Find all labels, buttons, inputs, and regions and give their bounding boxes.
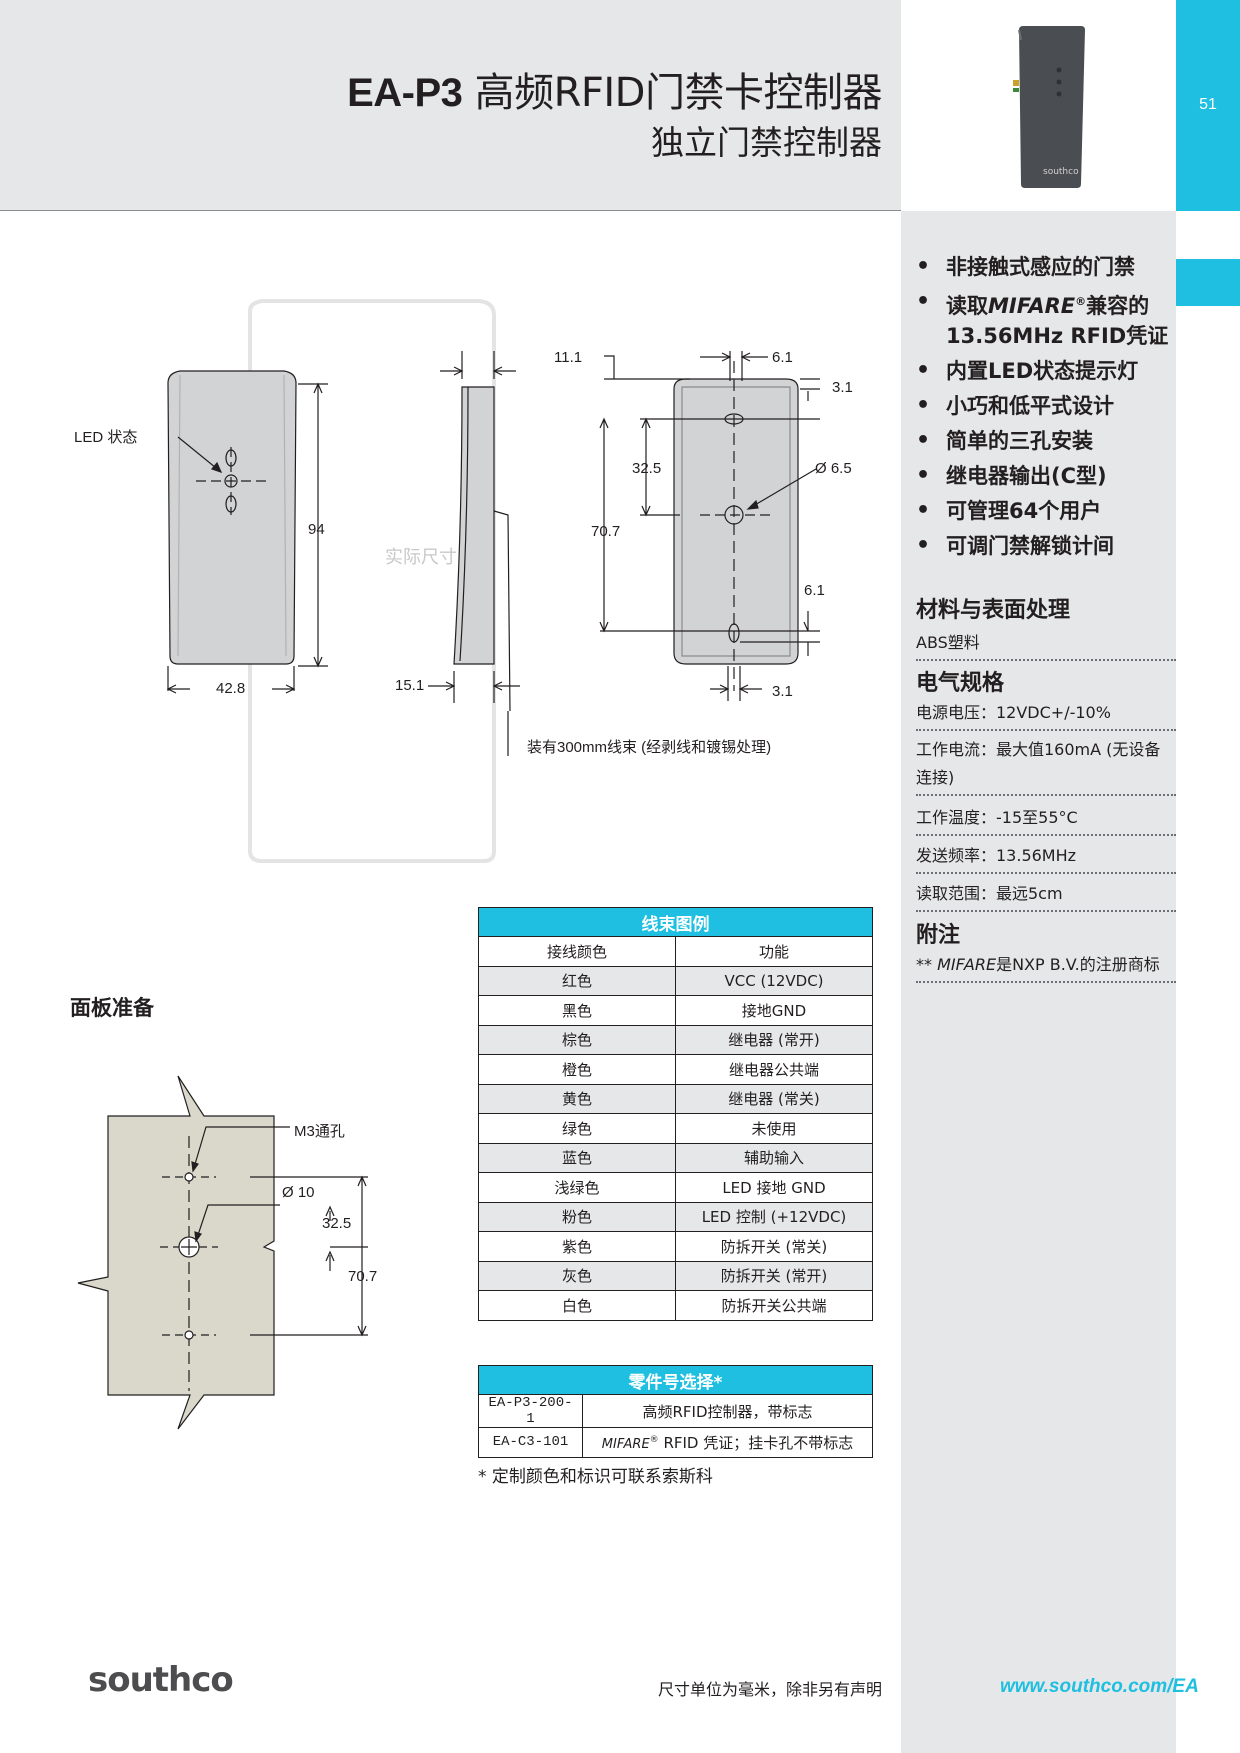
table-row: 紫色防拆开关 (常关) (478, 1231, 873, 1262)
actual-size-watermark: 实际尺寸 (385, 547, 457, 567)
spec-current: 工作电流：最大值160mA (无设备连接) (916, 736, 1176, 796)
feature-item: 小巧和低平式设计 (914, 391, 1169, 421)
material-value: ABS塑料 (916, 629, 1176, 661)
dim-upper-spacing: 32.5 (632, 460, 661, 477)
dim-top-gap: 3.1 (832, 379, 853, 396)
part-table-title: 零件号选择* (478, 1365, 873, 1395)
header-band (0, 0, 901, 211)
southco-logo: southco (88, 1660, 234, 1700)
wire-harness-note: 装有300mm线束 (经剥线和镀锡处理) (527, 739, 771, 756)
table-row: 黑色接地GND (478, 995, 873, 1026)
title-text: 高频RFID门禁卡控制器 (462, 70, 883, 116)
model-number: EA-P3 (347, 71, 463, 115)
dim-total-spacing: 70.7 (591, 523, 620, 540)
panel-upper-spacing: 32.5 (322, 1215, 351, 1232)
material-heading: 材料与表面处理 (916, 598, 1071, 623)
page-subtitle: 独立门禁控制器 (651, 123, 882, 162)
electrical-heading: 电气规格 (916, 671, 1005, 696)
website-link[interactable]: www.southco.com/EA (1000, 1676, 1199, 1697)
photo-logo: southco (1043, 167, 1079, 177)
part-footnote: * 定制颜色和标识可联系索斯科 (478, 1467, 713, 1487)
col-function: 功能 (675, 936, 873, 967)
feature-item: 可调门禁解锁计间 (914, 531, 1169, 561)
note-mifare: ** MIFARE是NXP B.V.的注册商标 (916, 951, 1176, 983)
feature-item: 非接触式感应的门禁 (914, 252, 1169, 282)
dim-top-offset: 6.1 (772, 349, 793, 366)
wire-table-title: 线束图例 (478, 907, 873, 937)
feature-item: 简单的三孔安装 (914, 426, 1169, 456)
dim-height: 94 (308, 521, 325, 538)
col-wire-color: 接线颜色 (478, 936, 676, 967)
table-row: 棕色继电器 (常开) (478, 1024, 873, 1055)
table-row: 灰色防拆开关 (常开) (478, 1260, 873, 1291)
panel-prep-heading: 面板准备 (70, 996, 154, 1020)
table-row: 黄色继电器 (常关) (478, 1083, 873, 1114)
product-photo: southco (901, 0, 1176, 211)
feature-item: 继电器输出(C型) (914, 461, 1169, 491)
page-number: 51 (1199, 96, 1217, 113)
led-status-label: LED 状态 (74, 429, 137, 446)
dim-width: 42.8 (216, 680, 245, 697)
panel-total-spacing: 70.7 (348, 1268, 377, 1285)
notes-heading: 附注 (916, 923, 961, 948)
dim-lower-offset: 6.1 (804, 582, 825, 599)
spec-temperature: 工作温度：-15至55°C (916, 804, 1176, 836)
dim-depth-top: 11.1 (554, 349, 582, 366)
accent-strip (1176, 0, 1240, 211)
table-row: 绿色未使用 (478, 1113, 873, 1144)
table-row: 白色防拆开关公共端 (478, 1290, 873, 1321)
dim-bottom-gap: 3.1 (772, 683, 793, 700)
dim-depth-bottom: 15.1 (395, 677, 424, 694)
feature-item: 内置LED状态提示灯 (914, 356, 1169, 386)
table-row: 蓝色辅助输入 (478, 1142, 873, 1173)
spec-frequency: 发送频率：13.56MHz (916, 842, 1176, 874)
spec-voltage: 电源电压：12VDC+/-10% (916, 699, 1176, 731)
units-note: 尺寸单位为毫米，除非另有声明 (657, 1680, 882, 1699)
spec-range: 读取范围：最远5cm (916, 880, 1176, 912)
dim-hole-dia: Ø 6.5 (815, 460, 852, 477)
feature-item: 可管理64个用户 (914, 496, 1169, 526)
page-title: EA-P3 高频RFID门禁卡控制器 (347, 60, 882, 118)
dimension-drawing: LED 状态 实际尺寸 94 42.8 11.1 15.1 6.1 3.1 32… (74, 299, 853, 1430)
m3-hole-label: M3通孔 (294, 1123, 345, 1140)
panel-hole-dia: Ø 10 (282, 1184, 315, 1201)
table-row: 橙色继电器公共端 (478, 1054, 873, 1085)
accent-tab (1176, 259, 1240, 306)
